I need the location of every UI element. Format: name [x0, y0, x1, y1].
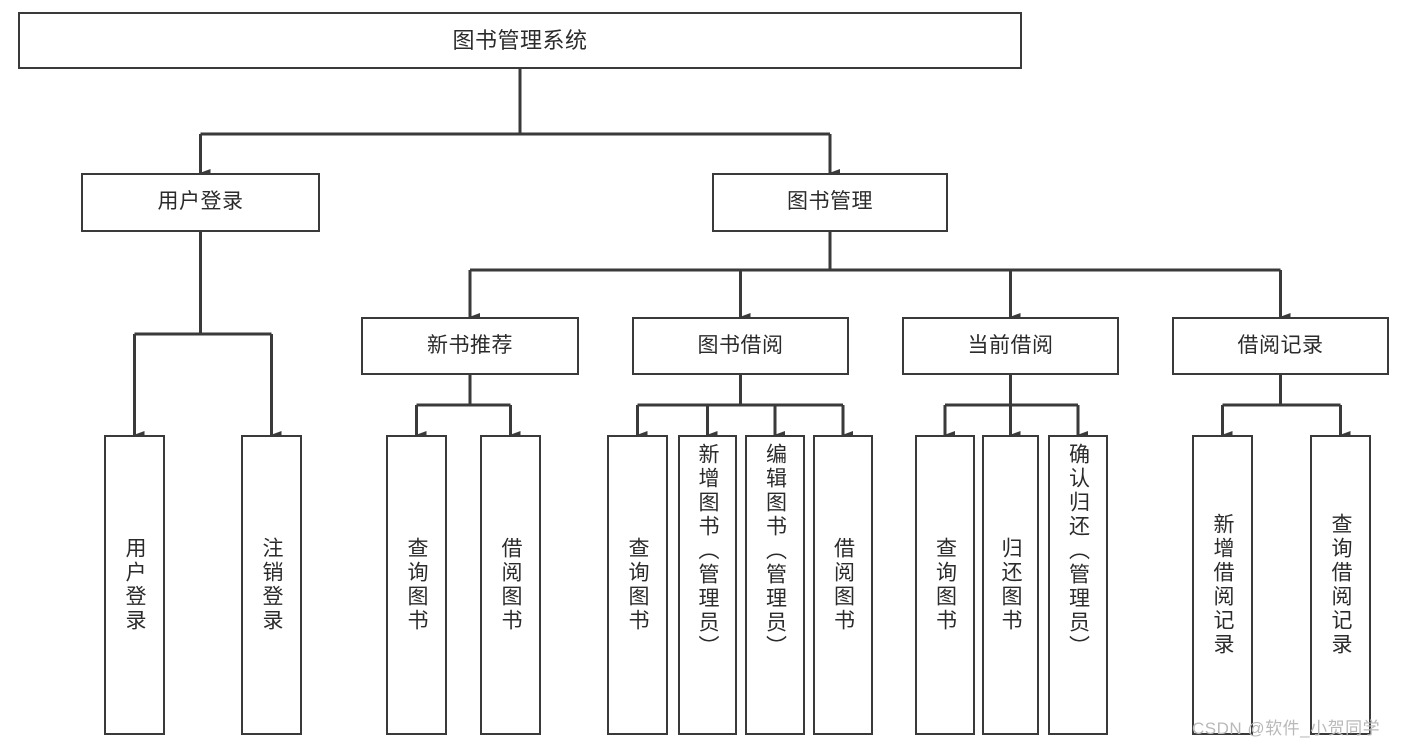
node-label-leaf-logout: 注销登录 — [260, 537, 283, 633]
node-label-leaf-query-record: 查询借阅记录 — [1329, 513, 1352, 657]
node-label-leaf-confirm-return: 确认归还（管理员） — [1066, 443, 1090, 659]
node-leaf-borrow-book-2[interactable]: 借阅图书 — [813, 435, 873, 735]
node-label-new-book-rec: 新书推荐 — [427, 333, 513, 357]
node-book-borrow[interactable]: 图书借阅 — [632, 317, 849, 375]
node-user-login[interactable]: 用户登录 — [81, 173, 320, 232]
node-book-manage[interactable]: 图书管理 — [712, 173, 948, 232]
node-label-borrow-record: 借阅记录 — [1237, 333, 1324, 357]
node-leaf-add-record[interactable]: 新增借阅记录 — [1192, 435, 1253, 735]
node-leaf-borrow-book-1[interactable]: 借阅图书 — [480, 435, 541, 735]
node-root[interactable]: 图书管理系统 — [18, 12, 1022, 69]
node-leaf-edit-book[interactable]: 编辑图书（管理员） — [745, 435, 805, 735]
node-label-root: 图书管理系统 — [452, 27, 588, 53]
node-label-leaf-query-book-2: 查询图书 — [626, 537, 649, 633]
node-leaf-add-book[interactable]: 新增图书（管理员） — [678, 435, 737, 735]
node-label-book-manage: 图书管理 — [787, 190, 873, 214]
node-leaf-return-book[interactable]: 归还图书 — [982, 435, 1039, 735]
node-label-book-borrow: 图书借阅 — [697, 333, 784, 357]
node-leaf-query-book-3[interactable]: 查询图书 — [915, 435, 975, 735]
node-label-leaf-add-record: 新增借阅记录 — [1211, 513, 1234, 657]
node-leaf-query-book-2[interactable]: 查询图书 — [607, 435, 668, 735]
node-leaf-user-login[interactable]: 用户登录 — [104, 435, 165, 735]
node-new-book-rec[interactable]: 新书推荐 — [361, 317, 579, 375]
node-borrow-record[interactable]: 借阅记录 — [1172, 317, 1389, 375]
node-label-leaf-query-book-3: 查询图书 — [933, 537, 957, 633]
edge-group — [133, 69, 1351, 440]
node-label-leaf-query-book-1: 查询图书 — [405, 537, 428, 633]
node-label-leaf-user-login: 用户登录 — [123, 537, 146, 633]
node-leaf-confirm-return[interactable]: 确认归还（管理员） — [1048, 435, 1108, 735]
node-leaf-logout[interactable]: 注销登录 — [241, 435, 302, 735]
node-current-borrow[interactable]: 当前借阅 — [902, 317, 1119, 375]
node-label-leaf-add-book: 新增图书（管理员） — [696, 443, 719, 659]
node-label-leaf-return-book: 归还图书 — [999, 537, 1022, 633]
node-label-leaf-borrow-book-2: 借阅图书 — [831, 537, 855, 633]
node-label-leaf-edit-book: 编辑图书（管理员） — [763, 443, 787, 659]
node-label-user-login: 用户登录 — [157, 190, 244, 214]
node-label-current-borrow: 当前借阅 — [967, 333, 1054, 357]
node-leaf-query-record[interactable]: 查询借阅记录 — [1310, 435, 1371, 735]
node-leaf-query-book-1[interactable]: 查询图书 — [386, 435, 447, 735]
node-label-leaf-borrow-book-1: 借阅图书 — [499, 537, 522, 633]
